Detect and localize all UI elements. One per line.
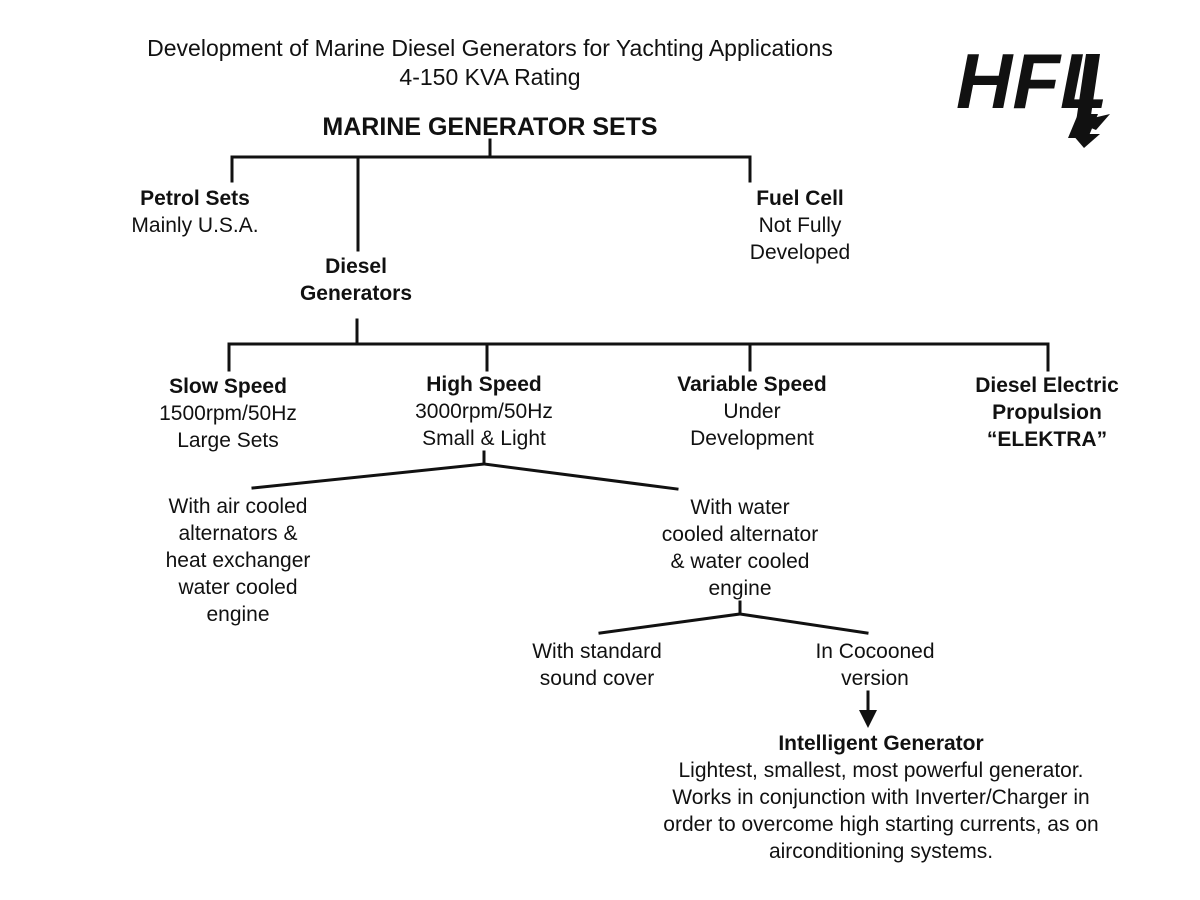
petrol-sets-note: Mainly U.S.A. xyxy=(131,214,259,237)
fuel-cell-note: Not Fully Developed xyxy=(749,214,851,264)
slow-speed-note: 1500rpm/50Hz Large Sets xyxy=(159,402,297,452)
intelligent-generator-description: Lightest, smallest, most powerful genera… xyxy=(663,759,1099,863)
connector-water-right xyxy=(738,612,869,635)
fuel-cell-title: Fuel Cell xyxy=(756,187,844,210)
root-node-label: MARINE GENERATOR SETS xyxy=(322,113,658,141)
variable-speed-title: Variable Speed xyxy=(677,373,827,396)
air-cooled-option: With air cooled alternators & heat excha… xyxy=(165,495,311,626)
diesel-generators-title: Diesel Generators xyxy=(299,255,413,305)
high-speed-title: High Speed xyxy=(426,373,542,396)
diesel-electric-propulsion-title: Diesel Electric Propulsion “ELEKTRA” xyxy=(975,374,1119,451)
cocooned-version-option: In Cocooned version xyxy=(815,640,935,690)
connector-water-left xyxy=(598,612,742,635)
petrol-sets-title: Petrol Sets xyxy=(140,187,250,210)
variable-speed-note: Under Development xyxy=(690,400,814,450)
arrow-down-icon xyxy=(859,710,877,728)
page-title: Development of Marine Diesel Generators … xyxy=(147,35,833,61)
water-cooled-option: With water cooled alternator & water coo… xyxy=(661,496,819,600)
hfl-logo-arrow-icon: HFL xyxy=(956,40,1110,148)
standard-sound-cover-option: With standard sound cover xyxy=(532,640,662,690)
connector-high-right xyxy=(482,462,679,491)
high-speed-note: 3000rpm/50Hz Small & Light xyxy=(415,400,553,450)
page-subtitle: 4-150 KVA Rating xyxy=(399,64,581,90)
slow-speed-title: Slow Speed xyxy=(169,375,287,398)
intelligent-generator-title: Intelligent Generator xyxy=(778,732,984,755)
connector-high-left xyxy=(251,462,486,490)
